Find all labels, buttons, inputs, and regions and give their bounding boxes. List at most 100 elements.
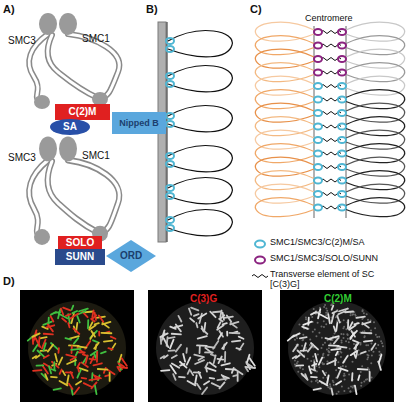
- texture-dot: [331, 304, 333, 306]
- fluorescent-signal: [170, 365, 176, 373]
- fluorescent-signal: [336, 352, 338, 356]
- protein-box: SOLO: [58, 236, 102, 250]
- coiled-coil-arm: [48, 161, 98, 232]
- texture-dot: [302, 368, 304, 370]
- fluorescent-signal: [60, 370, 62, 374]
- fluorescent-signal: [68, 323, 69, 327]
- fluorescent-signal: [108, 348, 112, 349]
- texture-dot: [294, 359, 296, 361]
- texture-dot: [294, 339, 296, 341]
- fluorescent-signal: [292, 333, 299, 336]
- legend-sample: [252, 275, 268, 278]
- cohesin-ring: [338, 110, 346, 116]
- fluorescent-signal: [354, 343, 359, 349]
- fluorescent-signal: [355, 323, 359, 324]
- panel-letter: A): [3, 4, 15, 15]
- legend-text: Transverse element of SC [C(3)G]: [270, 270, 388, 290]
- texture-dot: [309, 344, 311, 346]
- fluorescent-signal: [48, 345, 53, 352]
- fluorescent-signal: [220, 311, 221, 318]
- micrograph-background: [280, 290, 394, 402]
- fluorescent-signal: [319, 314, 327, 319]
- texture-dot: [370, 343, 372, 345]
- fluorescent-signal: [90, 333, 94, 339]
- cohesin-ring: [338, 43, 346, 49]
- fluorescent-signal: [98, 368, 107, 370]
- fluorescent-signal: [331, 348, 340, 351]
- texture-dot: [342, 365, 344, 367]
- fluorescent-signal: [223, 376, 229, 378]
- texture-dot: [378, 336, 380, 338]
- texture-dot: [326, 360, 328, 362]
- cohesin-ring: [338, 151, 346, 157]
- fluorescent-signal: [87, 320, 89, 328]
- texture-dot: [328, 351, 330, 353]
- texture-dot: [350, 314, 352, 316]
- texture-dot: [315, 335, 317, 337]
- texture-dot: [345, 340, 347, 342]
- texture-dot: [307, 358, 309, 360]
- texture-dot: [352, 385, 354, 387]
- cohesin-ring: [338, 29, 346, 35]
- cohesin-ring: [314, 56, 322, 62]
- texture-dot: [333, 384, 335, 386]
- micrograph-background: [20, 290, 134, 402]
- fluorescent-signal: [186, 348, 188, 353]
- fluorescent-signal: [61, 309, 63, 315]
- fluorescent-signal: [338, 347, 347, 348]
- node-label: SOLO: [66, 238, 94, 248]
- fluorescent-signal: [77, 316, 79, 323]
- coiled-coil-arm: [68, 34, 119, 100]
- chromatin-loop: [168, 31, 232, 57]
- texture-dot: [321, 337, 323, 339]
- texture-dot: [325, 323, 327, 325]
- fluorescent-signal: [336, 323, 337, 331]
- fluorescent-signal: [54, 388, 61, 389]
- cohesin-ring: [314, 137, 322, 143]
- texture-dot: [357, 354, 359, 356]
- cohesin-ring: [338, 178, 346, 184]
- fluorescent-signal: [187, 357, 190, 364]
- fluorescent-signal: [60, 381, 68, 385]
- fluorescent-signal: [293, 356, 297, 358]
- cohesin-ring: [314, 124, 322, 130]
- fluorescent-signal: [160, 337, 162, 344]
- fluorescent-signal: [205, 348, 212, 353]
- fluorescent-signal: [219, 382, 224, 388]
- fluorescent-signal: [74, 387, 79, 394]
- texture-dot: [336, 393, 338, 395]
- fluorescent-signal: [72, 311, 77, 313]
- fluorescent-signal: [37, 364, 44, 366]
- fluorescent-signal: [337, 370, 341, 378]
- cohesin-ring: [166, 225, 174, 231]
- fluorescent-signal: [172, 363, 179, 367]
- cohesin-ring: [314, 205, 322, 211]
- fluorescent-signal: [353, 340, 358, 342]
- fluorescent-signal: [188, 381, 196, 385]
- fluorescent-signal: [46, 325, 54, 327]
- fluorescent-signal: [302, 327, 308, 329]
- texture-dot: [375, 334, 377, 336]
- fluorescent-signal: [69, 384, 73, 389]
- fluorescent-signal: [212, 383, 220, 387]
- fluorescent-signal: [211, 354, 215, 356]
- protein-box: SUNN: [55, 249, 105, 265]
- fluorescent-signal: [84, 383, 92, 387]
- fluorescent-signal: [213, 311, 221, 314]
- texture-dot: [341, 341, 343, 343]
- fluorescent-signal: [355, 386, 357, 394]
- cohesin-ring: [314, 191, 322, 197]
- micrograph: [20, 290, 134, 402]
- texture-dot: [343, 337, 345, 339]
- hinge-domain: [59, 136, 77, 161]
- texture-dot: [361, 365, 363, 367]
- cohesin-ring: [314, 110, 322, 116]
- fluorescent-signal: [371, 344, 375, 350]
- texture-dot: [325, 372, 327, 374]
- fluorescent-signal: [246, 368, 248, 371]
- cohesin-ring: [166, 113, 174, 119]
- fluorescent-signal: [332, 306, 334, 310]
- fluorescent-signal: [90, 322, 93, 328]
- nucleus: [288, 301, 386, 395]
- fluorescent-signal: [239, 337, 244, 339]
